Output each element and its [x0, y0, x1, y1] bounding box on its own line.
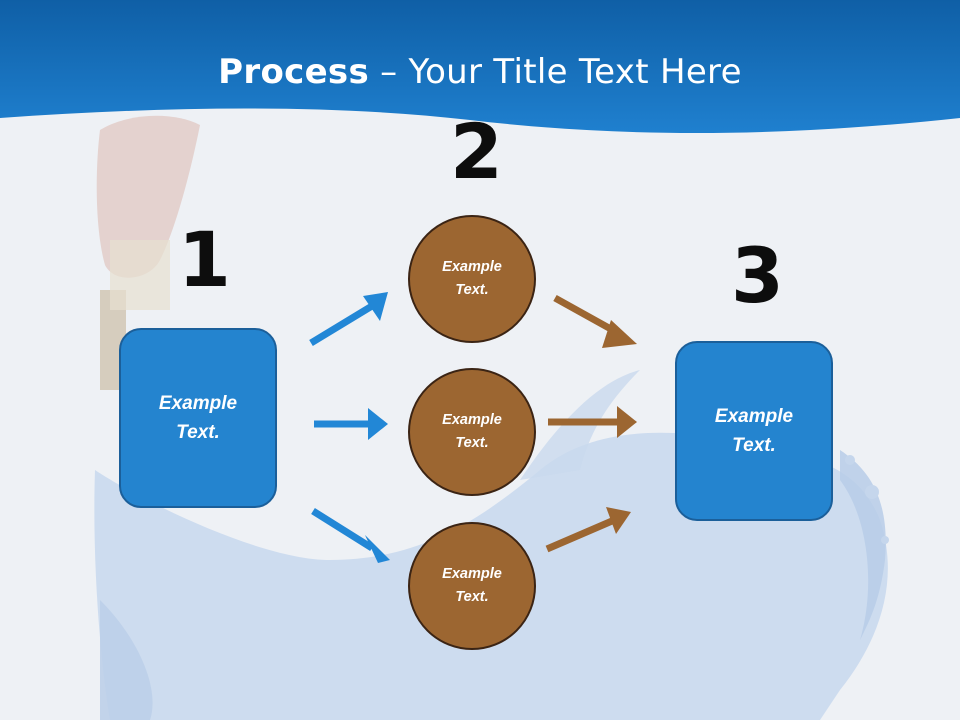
title-rest: – Your Title Text Here — [369, 52, 742, 92]
step-2-circle-middle: Example Text. — [408, 368, 536, 496]
title-banner — [0, 0, 960, 133]
step-3-box: Example Text. — [675, 341, 833, 521]
step-number-1: 1 — [178, 215, 231, 304]
step-2-circle-bottom: Example Text. — [408, 522, 536, 650]
step-1-box: Example Text. — [119, 328, 277, 508]
slide-title: Process – Your Title Text Here — [0, 52, 960, 92]
step-number-3: 3 — [731, 231, 784, 320]
hand-holding-brush — [96, 115, 200, 278]
step-number-2: 2 — [450, 107, 503, 196]
title-bold: Process — [218, 52, 370, 92]
step-2-circle-top: Example Text. — [408, 215, 536, 343]
